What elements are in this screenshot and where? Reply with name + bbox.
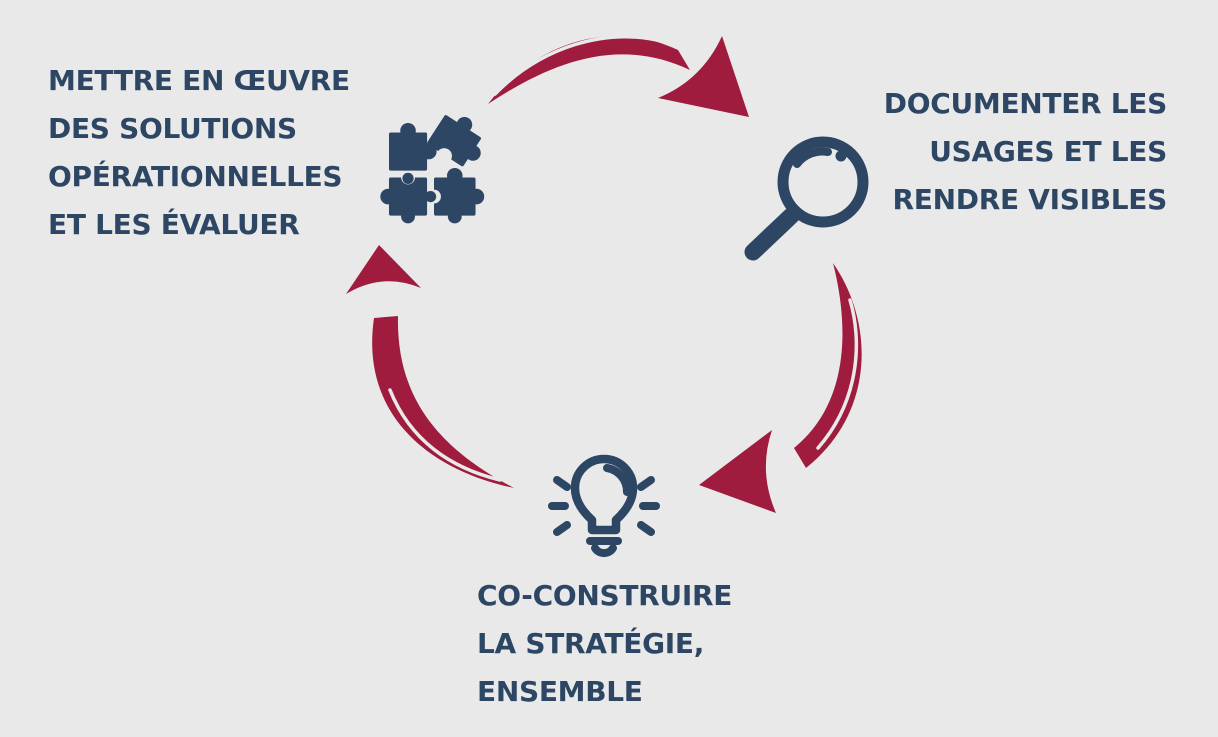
lightbulb-icon (548, 454, 660, 558)
arrow-implement-to-document-icon (488, 35, 749, 117)
step-label-document: DOCUMENTER LES USAGES ET LES RENDRE VISI… (883, 80, 1168, 224)
step-label-costrategy-line1: CO-CONSTRUIRE (477, 579, 733, 612)
step-label-implement-line1: METTRE EN ŒUVRE (48, 64, 350, 97)
puzzle-piece-top-left (388, 122, 437, 185)
puzzle-piece-bottom-right (427, 168, 485, 224)
arrow-document-to-costrategy-icon (699, 263, 862, 513)
magnifier-icon (744, 136, 869, 261)
step-label-implement: METTRE EN ŒUVRE DES SOLUTIONS OPÉRATIONN… (48, 57, 350, 249)
step-label-costrategy-line3: ENSEMBLE (477, 675, 643, 708)
puzzle-icon (380, 115, 485, 224)
step-label-implement-line4: ET LES ÉVALUER (48, 208, 300, 241)
arrow-costrategy-to-implement-icon (346, 245, 514, 488)
step-label-document-line1: DOCUMENTER LES (883, 87, 1168, 120)
step-label-implement-line2: DES SOLUTIONS (48, 112, 297, 145)
step-label-document-line2: USAGES ET LES (929, 135, 1167, 168)
step-label-costrategy-line2: LA STRATÉGIE, (477, 627, 705, 660)
step-label-costrategy: CO-CONSTRUIRE LA STRATÉGIE, ENSEMBLE (477, 572, 732, 716)
step-label-implement-line3: OPÉRATIONNELLES (48, 160, 343, 193)
step-label-document-line3: RENDRE VISIBLES (892, 183, 1168, 216)
puzzle-piece-tilted (427, 115, 481, 167)
